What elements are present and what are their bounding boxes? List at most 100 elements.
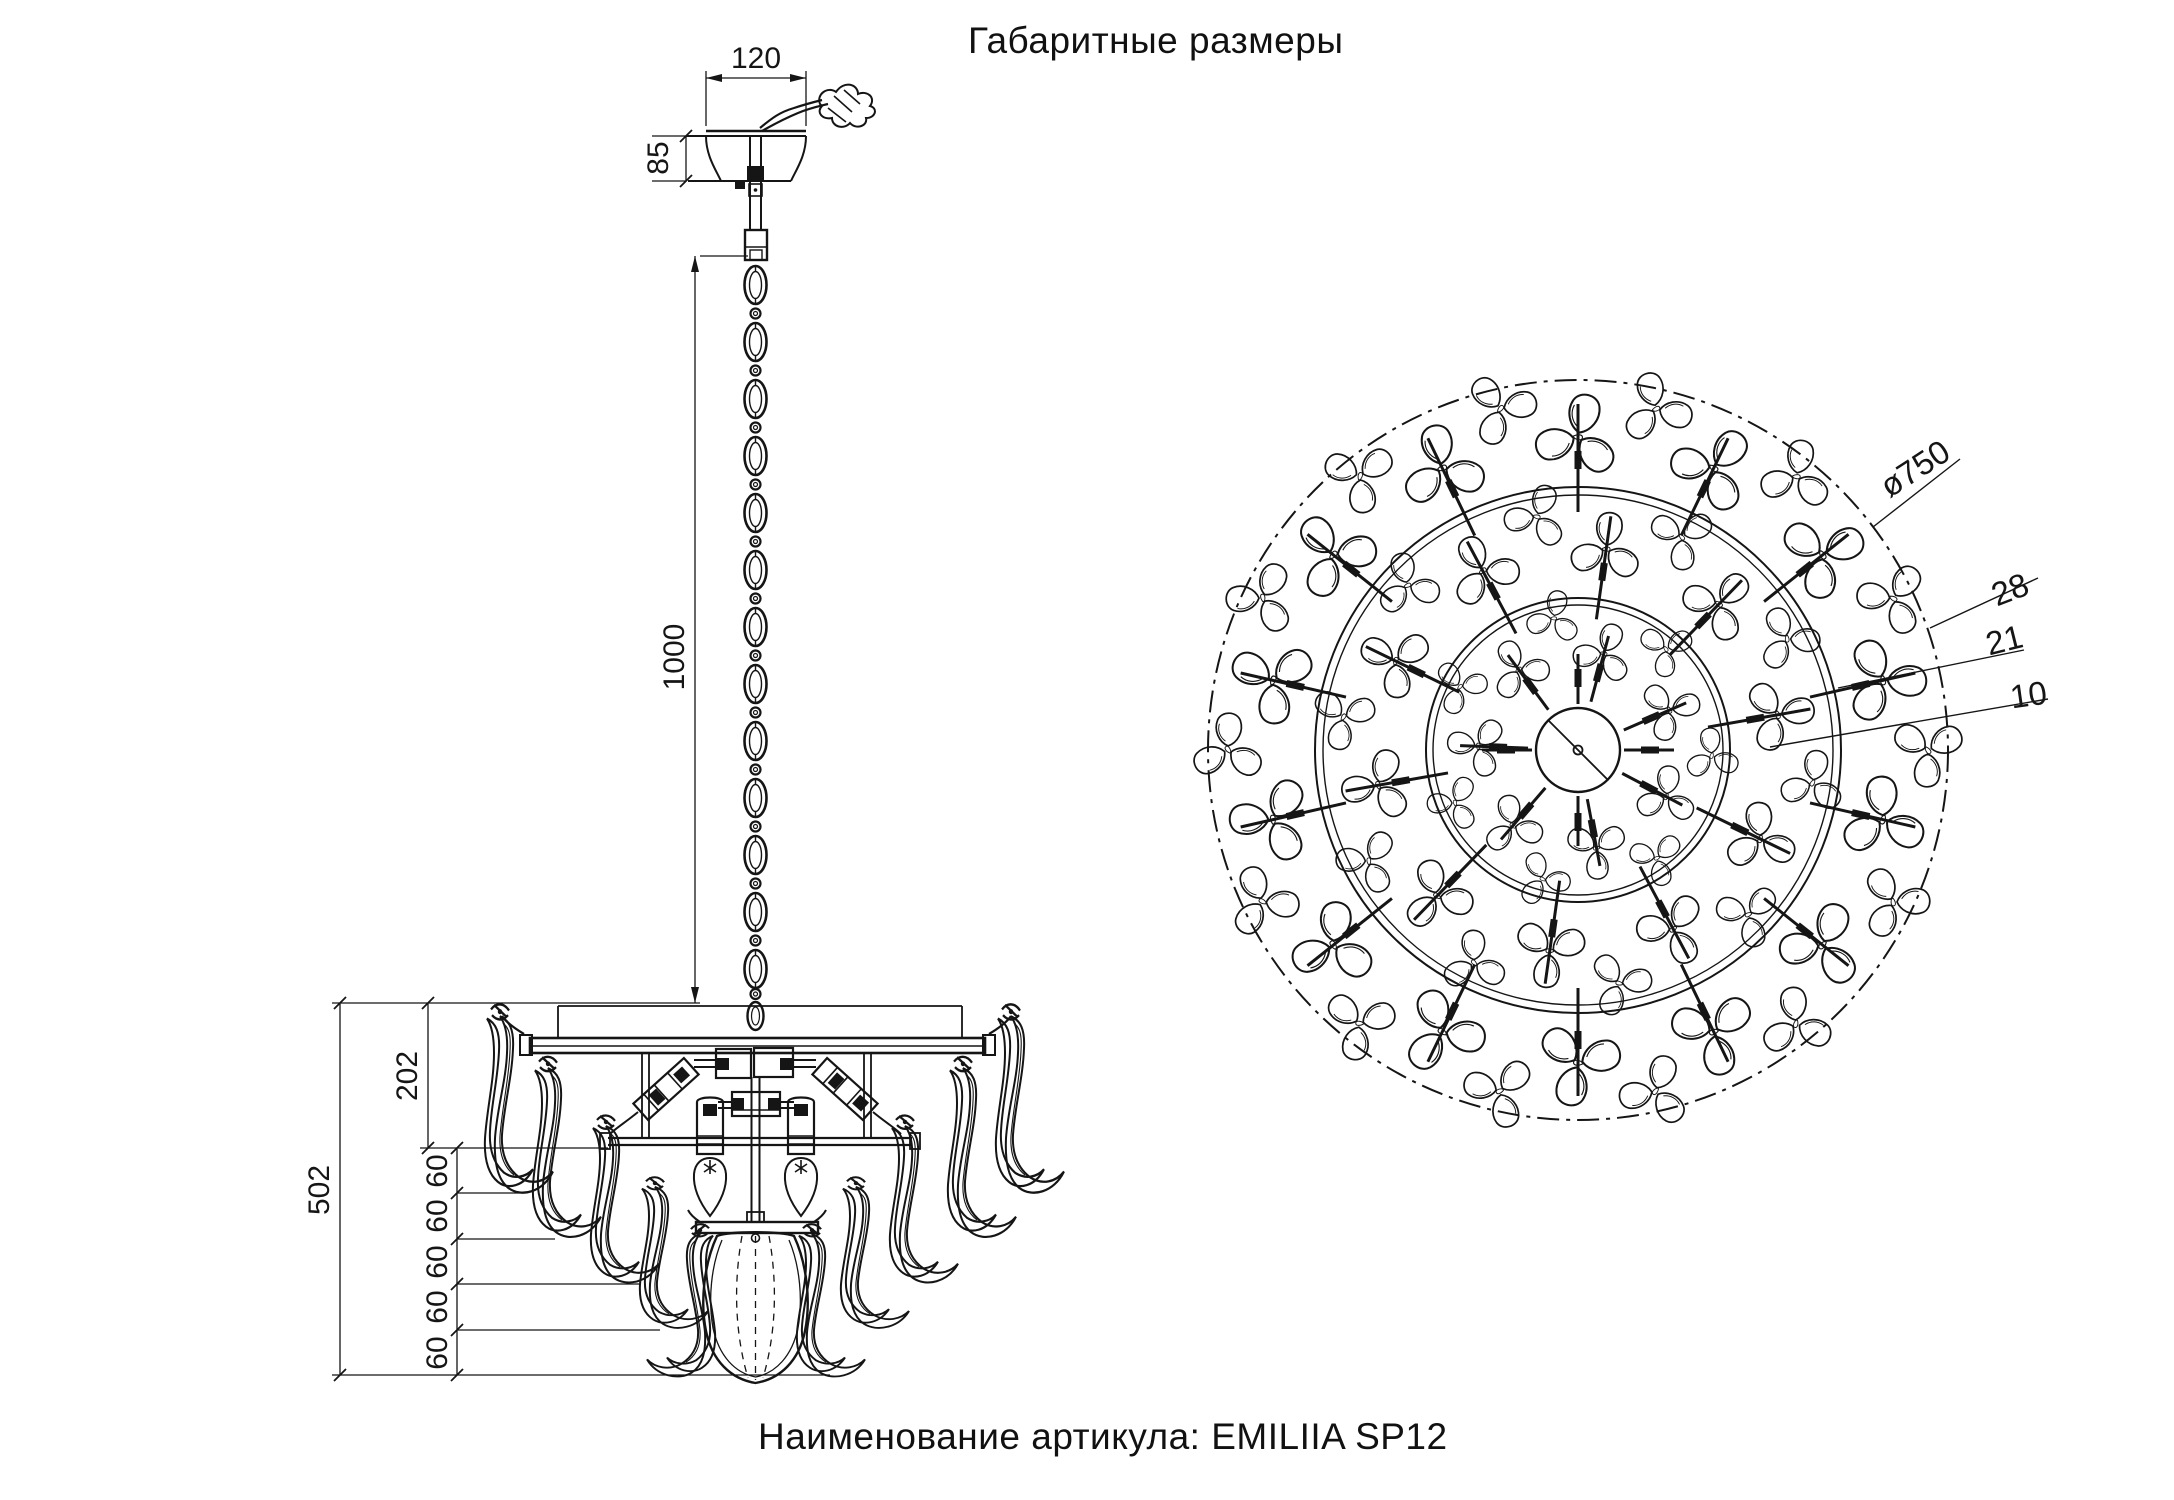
ring-pin-tick [1522,676,1539,695]
trefoil-crystal [1476,627,1559,706]
ring-pin-tick [1598,562,1608,582]
ring-pin-tick [1574,1031,1582,1049]
trefoil-crystal [1456,1053,1546,1136]
dim-label-canopy-height: 85 [642,141,675,174]
trefoil-crystal [1427,774,1478,833]
ring-pin-tick [1445,1001,1460,1021]
ring-pin-tick [1641,711,1661,725]
trefoil-crystal [1884,700,1978,798]
ring-pin-tick [1548,918,1558,938]
hanging-chain [743,228,769,1032]
ring-pin-tick [1696,1001,1711,1021]
trefoil-crystal [1743,671,1821,757]
chain-link [743,378,768,420]
ring-pin-tick [1444,870,1462,889]
ring-pin-tick [1342,922,1361,940]
hub-pin-tick [1574,813,1582,831]
hub-pin-tick [1574,669,1582,687]
chain-connector [749,307,762,320]
top-view-rings [1178,356,1978,1144]
top-view-hub [1548,720,1608,780]
power-wire [759,83,876,132]
page-title: Габаритные размеры [968,20,1344,61]
chain-connector [749,535,762,548]
ring-pin-tick [1694,611,1712,630]
ring-pin-tick [1795,922,1814,940]
ring-pin-tick [1342,560,1361,578]
trefoil-crystal [1633,611,1704,685]
trefoil-crystal [1754,434,1841,513]
ring-pin-tick [1574,451,1582,469]
trefoil-crystal [1663,989,1766,1083]
trefoil-crystal [1709,881,1789,955]
ring-pin-tick [1406,664,1426,679]
chain-connector [749,820,762,833]
trefoil-crystal [1296,670,1385,760]
trefoil-crystal [1626,886,1724,980]
article-caption: Наименование артикула: EMILIIA SP12 [758,1416,1448,1457]
chain-link [743,321,768,363]
central-assembly [609,1046,902,1223]
chain-link [743,720,768,762]
dim-label-tier-3: 60 [421,1245,454,1278]
chain-link [743,777,768,819]
trefoil-crystal [1565,507,1649,583]
ring-circle [1432,604,1724,896]
ring-pin-tick [1655,899,1670,919]
trefoil-crystal [1503,844,1579,919]
chain-link [743,663,768,705]
top-view: ø750 28 21 10 [1178,356,2049,1144]
dim-label-tier-5: 60 [421,1336,454,1369]
chain-link [743,492,768,534]
trefoil-crystal [1766,891,1884,1007]
trefoil-crystal [1496,474,1581,554]
trefoil-crystal [1316,988,1403,1067]
hub-pin-tick [1641,746,1659,754]
chain-link [743,606,768,648]
chain-connector [749,934,762,947]
chain-connector [749,706,762,719]
ring-pin-tick [1488,743,1508,751]
trefoil-crystal [1628,756,1710,840]
side-dimensions [332,71,830,1382]
ring-circle [1207,379,1949,1121]
trefoil-crystal [1832,764,1942,879]
trefoil-crystal [1759,603,1822,675]
dim-label-outer-ring: 28 [1986,565,2034,613]
chain-connector [749,478,762,491]
dim-label-tier-1: 60 [421,1154,454,1187]
trefoil-crystal [1521,585,1587,645]
chain-connector [749,763,762,776]
ring-pin-tick [1745,713,1765,724]
dim-label-canopy-width: 120 [731,42,781,75]
ring-pin-tick [1517,801,1535,820]
chain-connector [749,364,762,377]
chain-link [743,834,768,876]
trefoil-crystal [1448,356,1548,455]
ring-pin-tick [1795,560,1814,578]
chain-link [743,948,768,990]
ring-pin-tick [1391,776,1411,787]
ring-pin-tick [1639,780,1659,795]
chain-connector [749,421,762,434]
dim-label-middle-ring: 21 [1982,617,2027,662]
chain-link [743,264,768,306]
trefoil-crystal [1346,611,1438,708]
ring-circle [1425,597,1731,903]
trefoil-crystal [1718,792,1810,889]
trefoil-crystal [1608,1044,1708,1143]
trefoil-crystal [1390,417,1493,511]
dim-label-total-body: 502 [303,1165,336,1215]
trefoil-crystal [1575,946,1660,1026]
chain-link [743,435,768,477]
top-view-leaders [1769,458,2049,748]
side-view: 120 85 1000 202 502 60 60 60 60 60 [303,42,1066,1385]
glass-petals [483,1003,1066,1378]
top-frame [501,1005,1012,1138]
ring-pin-tick [1587,819,1598,839]
ceiling-canopy [686,83,876,230]
trefoil-crystal [1507,917,1591,993]
trefoil-crystal [1178,703,1272,801]
chain-link [743,891,768,933]
